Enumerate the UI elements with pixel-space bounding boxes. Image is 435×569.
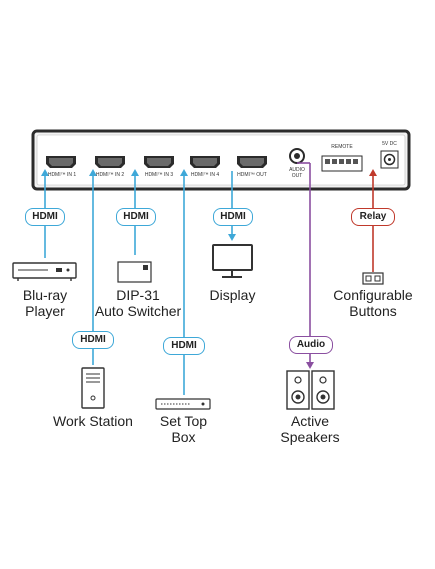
- hdmi-badge: HDMI: [163, 337, 205, 355]
- audio-out-label: AUDIO OUT: [289, 167, 305, 179]
- power-jack-icon: [380, 150, 399, 169]
- port-label-in4: HDMI™ IN 4: [190, 172, 220, 178]
- audio-jack-icon: [289, 148, 305, 164]
- hdmi-port-icon: [190, 156, 220, 168]
- hdmi-badge: HDMI: [25, 208, 65, 226]
- switcher-box-icon: [117, 261, 152, 283]
- settop-box-label: Set Top Box: [159, 413, 208, 445]
- arrow-icon: [369, 169, 377, 176]
- port-label-in3: HDMI™ IN 3: [144, 172, 174, 178]
- speakers-icon: [286, 370, 335, 410]
- display-label: Display: [209, 287, 256, 303]
- arrow-icon: [41, 169, 49, 176]
- bluray-player-label: Blu-ray Player: [22, 287, 68, 319]
- arrow-icon: [228, 234, 236, 241]
- remote-label: REMOTE: [331, 144, 353, 150]
- button-panel-icon: [362, 272, 384, 285]
- hdmi-port-icon: [95, 156, 125, 168]
- relay-badge: Relay: [351, 208, 395, 226]
- port-label-out: HDMI™ OUT: [237, 172, 267, 178]
- port-label-in1: HDMI™ IN 1: [47, 172, 77, 178]
- monitor-icon: [212, 244, 253, 278]
- hdmi-port-icon: [237, 156, 267, 168]
- power-label: 5V DC: [382, 141, 397, 147]
- port-label-in2: HDMI™ IN 2: [95, 172, 125, 178]
- work-station-label: Work Station: [53, 413, 133, 429]
- arrow-icon: [131, 169, 139, 176]
- pc-tower-icon: [81, 367, 105, 409]
- arrow-icon: [89, 169, 97, 176]
- arrow-icon: [180, 169, 188, 176]
- active-speakers-label: Active Speakers: [280, 413, 340, 445]
- audio-badge: Audio: [289, 336, 333, 354]
- dip31-label: DIP-31 Auto Switcher: [94, 287, 182, 319]
- arrow-icon: [306, 362, 314, 369]
- settop-box-icon: [155, 398, 211, 410]
- hdmi-badge: HDMI: [116, 208, 156, 226]
- hdmi-badge: HDMI: [213, 208, 253, 226]
- switcher-device: [31, 129, 411, 191]
- bluray-player-icon: [12, 262, 77, 281]
- hdmi-port-icon: [144, 156, 174, 168]
- remote-terminal-block-icon: [321, 155, 363, 172]
- hdmi-port-icon: [46, 156, 76, 168]
- hdmi-badge: HDMI: [72, 331, 114, 349]
- configurable-buttons-label: Configurable Buttons: [333, 287, 413, 319]
